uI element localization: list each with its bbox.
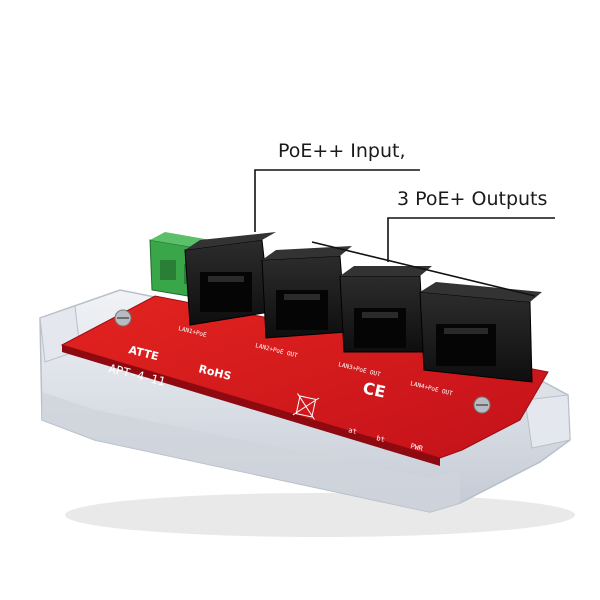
pcb-edge <box>62 345 440 466</box>
led-label-at: at <box>348 426 358 436</box>
led-label-bt: bt <box>376 434 386 444</box>
board-ce: CE <box>361 378 387 401</box>
rj45-jack-3 <box>339 266 432 353</box>
rj45-jack-1 <box>184 232 276 326</box>
callout-input-line <box>254 169 420 232</box>
callout-outputs-line <box>387 217 555 262</box>
housing-edge <box>42 392 460 512</box>
mount-tab-right <box>524 394 571 449</box>
led-label-pwr: PWR <box>410 442 425 453</box>
callout-outputs-label: 3 PoE+ Outputs <box>397 188 548 210</box>
rj45-jack-4 <box>419 282 542 383</box>
rj45-jack-2 <box>261 246 352 339</box>
shadow <box>65 493 575 537</box>
weee-bin-icon <box>292 393 320 420</box>
outputs-bracket-line <box>311 241 536 297</box>
callout-input-label: PoE++ Input, <box>278 140 406 162</box>
